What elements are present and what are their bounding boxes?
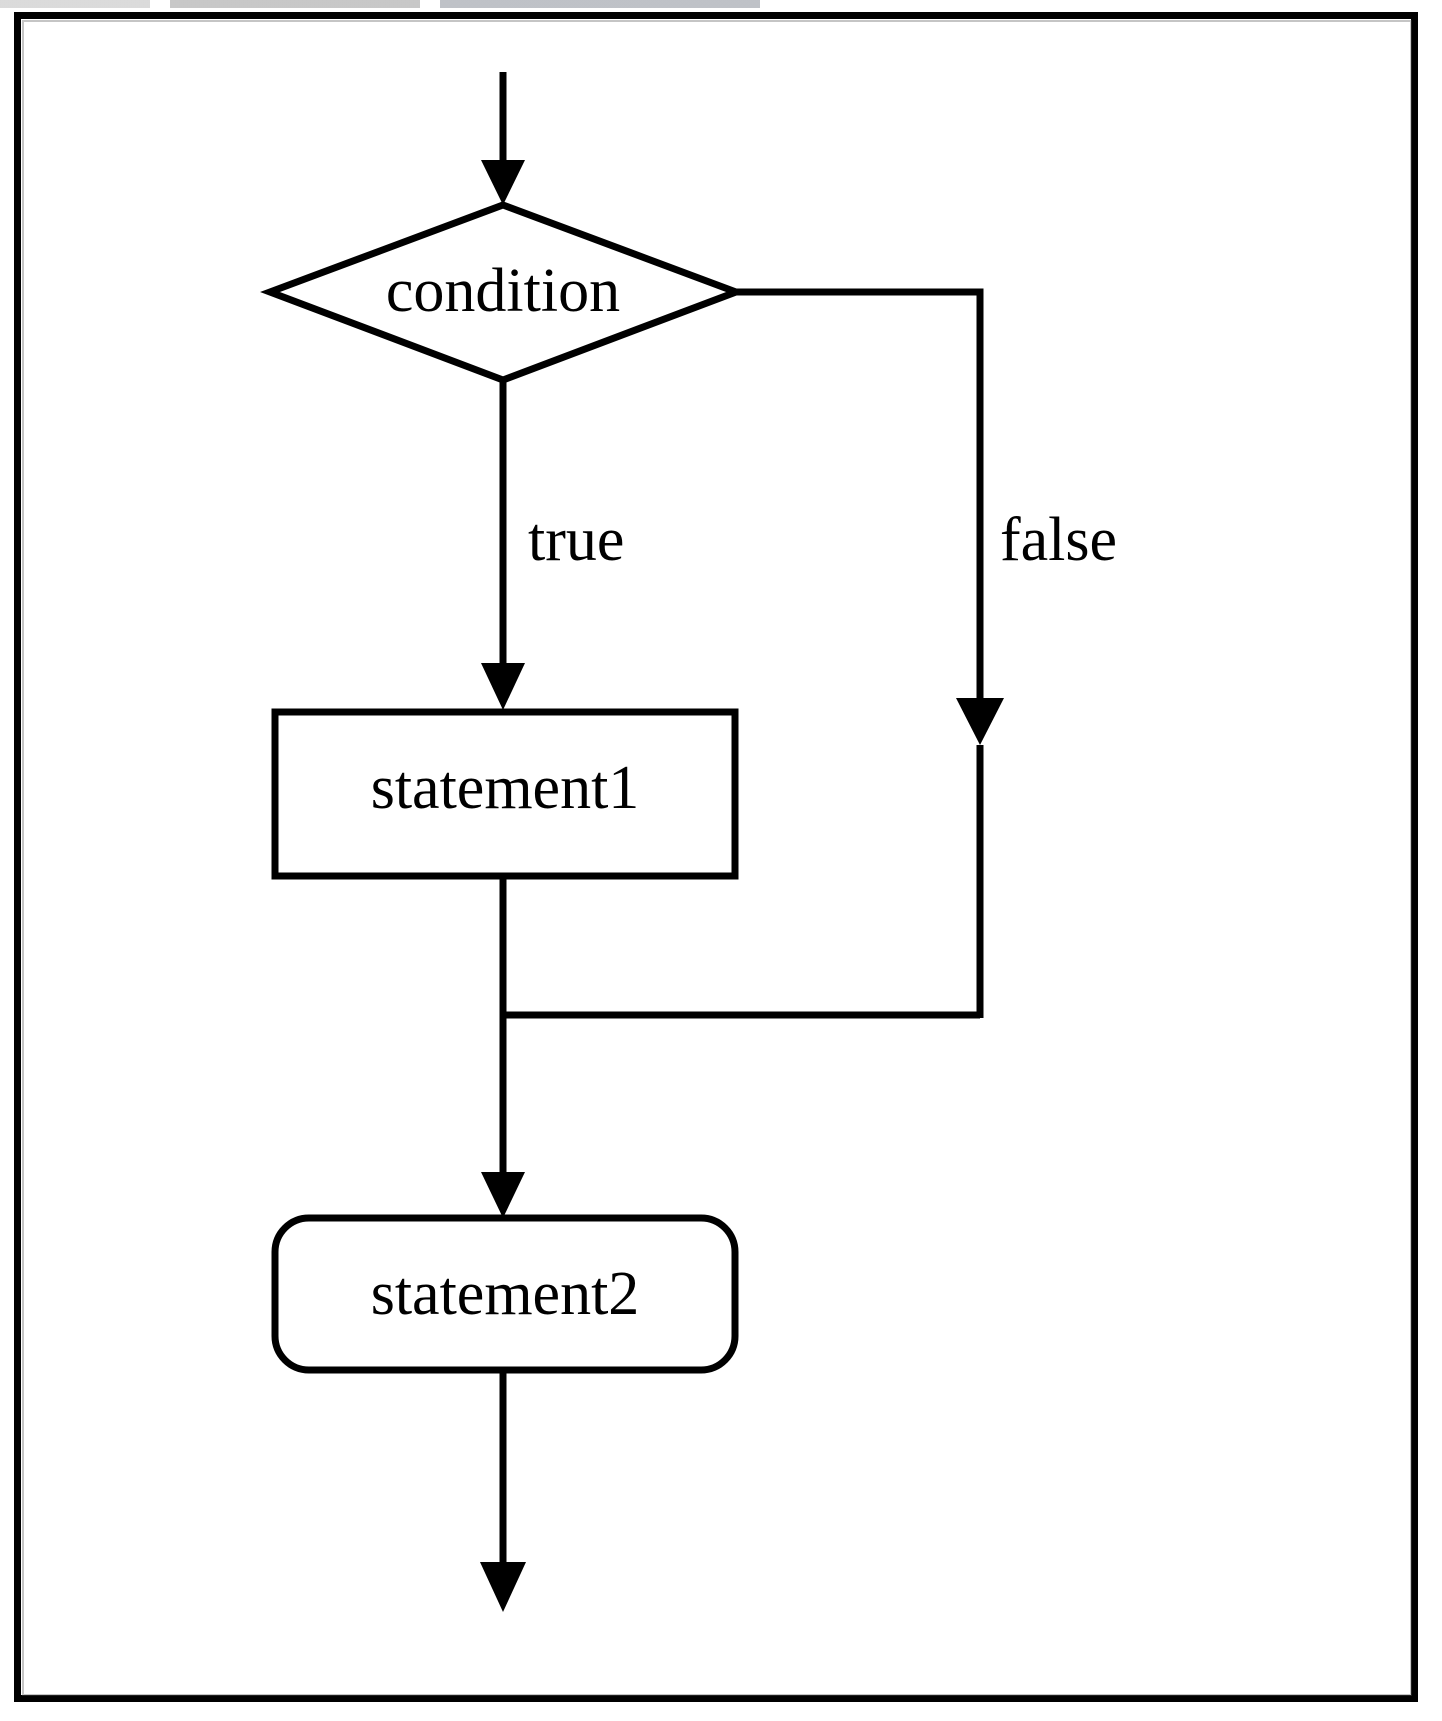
node-condition-label: condition: [385, 257, 621, 325]
edge-entry-arrowhead: [481, 160, 525, 205]
edge-label-false: false: [1000, 506, 1118, 574]
edge-exit: [480, 1370, 526, 1612]
edge-label-true: true: [528, 506, 625, 574]
edge-exit-arrowhead: [480, 1562, 526, 1612]
edge-statement1-to-statement2: [481, 876, 525, 1218]
node-statement2-label: statement2: [370, 1260, 640, 1328]
cropped-toolbar-sliver: [0, 0, 1442, 8]
node-statement1-label: statement1: [370, 754, 640, 822]
edge-false-arrowhead: [956, 698, 1004, 745]
edge-condition-false: [506, 288, 1004, 1019]
node-statement1-box[interactable]: [271, 708, 739, 880]
edge-merge-arrowhead: [481, 1172, 525, 1218]
edge-true-arrowhead: [481, 663, 525, 710]
edge-entry: [481, 72, 525, 205]
edge-false-path: [736, 288, 984, 700]
edge-condition-true: [481, 380, 525, 710]
